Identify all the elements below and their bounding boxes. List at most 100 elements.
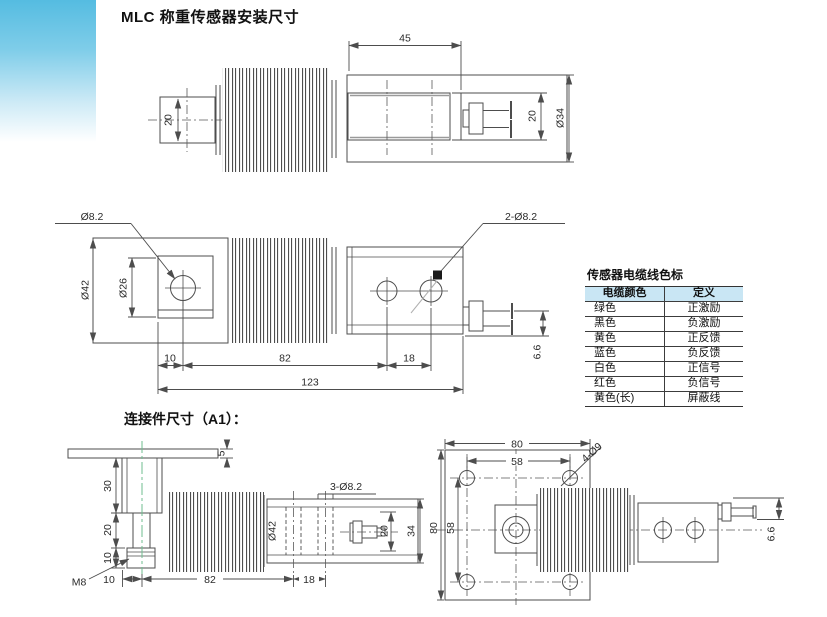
cable-color-cell: 蓝色: [594, 347, 616, 359]
dim-45-label: 45: [399, 33, 411, 45]
connector-side-view-drawing: 5 30 20 10: [67, 439, 424, 589]
connector-section-title: 连接件尺寸（A1）：: [124, 411, 247, 427]
definition-cell: 负激励: [664, 317, 743, 331]
table-row: 白色 正信号: [585, 362, 743, 377]
end-block: [92, 237, 229, 344]
bellows: [232, 238, 337, 343]
callout-holes-2x8-2: 2-Ø8.2: [410, 211, 565, 314]
dim-dia42-side-label: Ø42: [267, 521, 279, 541]
dim-cable-6-6: 6.6: [733, 497, 784, 542]
cable-color-panel: 传感器电缆线色标 电缆颜色 定义 绿色 正激励 黑色 负激励 黄色 正反馈 蓝色…: [585, 266, 743, 407]
table-row: 绿色 正激励: [585, 302, 743, 317]
dim-bore-20-label: 20: [379, 525, 391, 537]
bottom-dimensions: 10 82 18 123: [157, 300, 464, 394]
dim-cable-6-6-label: 6.6: [766, 527, 778, 542]
table-row: 蓝色 负反馈: [585, 347, 743, 362]
connector-top-view-drawing: 80 58 4-Ø9 80 58: [428, 438, 784, 605]
hub-boss: [494, 504, 538, 554]
table-row: 红色 负信号: [585, 377, 743, 392]
dim-dia42: Ø42: [80, 238, 97, 343]
side-view-drawing: 20: [148, 33, 574, 172]
dim-shaft-20-label: 20: [527, 110, 539, 122]
table-header-row: 电缆颜色 定义: [585, 287, 743, 302]
dim-cable-6-6-label: 6.6: [532, 345, 544, 360]
page-title: MLC 称重传感器安装尺寸: [121, 9, 300, 26]
table-row: 黄色(长) 屏蔽线: [585, 392, 743, 406]
dim-82-label: 82: [279, 353, 291, 365]
column-header-definition: 定义: [664, 287, 743, 301]
callout-holes-2x8-2-label: 2-Ø8.2: [505, 211, 537, 223]
callout-holes-4x9: 4-Ø9: [560, 440, 605, 487]
callout-holes-3x8-2: 3-Ø8.2: [317, 481, 376, 499]
corner-gradient-decoration: [0, 0, 96, 142]
dim-stub-20-label: 20: [163, 114, 175, 126]
dim-18-label: 18: [303, 574, 315, 586]
dim-20-label: 20: [102, 524, 114, 536]
definition-cell: 正反馈: [664, 332, 743, 346]
dim-dia26-label: Ø26: [118, 278, 130, 298]
callout-target-square: [433, 270, 442, 280]
cable-color-cell: 红色: [594, 377, 616, 389]
cable-table-title: 传感器电缆线色标: [587, 268, 684, 282]
definition-cell: 负信号: [664, 377, 743, 391]
top-plate: 5: [67, 439, 233, 468]
dim-80-left-label: 80: [428, 522, 440, 534]
definition-cell: 屏蔽线: [664, 392, 743, 406]
cable-color-cell: 黄色(长): [594, 392, 635, 404]
table-row: 黑色 负激励: [585, 317, 743, 332]
dim-left-58: 58: [445, 477, 462, 583]
dim-10v-label: 10: [102, 552, 114, 564]
cable-gland: [340, 520, 398, 544]
dim-shaft-20: 20: [452, 92, 547, 141]
cable-color-cell: 黑色: [594, 317, 616, 329]
dim-dia42-label: Ø42: [80, 280, 92, 300]
dim-10h-label: 10: [103, 574, 115, 586]
cable-gland: [462, 300, 513, 335]
dim-dia34-label: Ø34: [555, 108, 567, 128]
bellows: [536, 488, 635, 572]
left-dimensions: 30 20 10: [102, 457, 131, 569]
stud-assembly: [121, 441, 163, 574]
dim-top-80: 80: [444, 438, 591, 451]
definition-cell: 正激励: [664, 302, 743, 316]
dim-45: 45: [348, 33, 462, 90]
body: [346, 74, 568, 163]
cable-color-cell: 黄色: [594, 332, 616, 344]
dim-80-top-label: 80: [511, 439, 523, 451]
definition-cell: 正信号: [664, 362, 743, 376]
dim-5-label: 5: [216, 450, 228, 456]
cable-color-cell: 绿色: [594, 302, 616, 314]
bellows: [167, 492, 265, 572]
dim-top-58: 58: [466, 455, 571, 470]
body: [346, 246, 464, 335]
right-dimensions: 20 34: [379, 498, 424, 564]
dim-82-label: 82: [204, 574, 216, 586]
callout-holes-3x8-2-label: 3-Ø8.2: [330, 481, 362, 493]
callout-hole-8-2-label: Ø8.2: [81, 211, 104, 223]
dim-left-80: 80: [428, 449, 445, 601]
cable-color-cell: 白色: [594, 362, 616, 374]
definition-cell: 负反馈: [664, 347, 743, 361]
thread-m8-label: M8: [72, 577, 87, 589]
bottom-dimensions: 10 82 18: [103, 570, 326, 587]
body: [637, 502, 719, 563]
bellows: [215, 68, 337, 172]
column-header-color: 电缆颜色: [602, 287, 647, 299]
stub: 20: [148, 88, 224, 152]
dim-dia26: Ø26: [118, 257, 156, 318]
dim-10-label: 10: [164, 353, 176, 365]
dim-58-top-label: 58: [511, 456, 523, 468]
dim-123-label: 123: [301, 377, 319, 389]
dim-30-label: 30: [102, 480, 114, 492]
cable-color-table: 电缆颜色 定义 绿色 正激励 黑色 负激励 黄色 正反馈 蓝色 负反馈 白色 正…: [585, 286, 743, 407]
dim-34-label: 34: [406, 525, 418, 537]
dim-dia34: Ø34: [555, 74, 574, 163]
cable-gland: [717, 502, 757, 522]
thread-callout: M8: [72, 558, 130, 589]
dim-cable-6-6: 6.6: [465, 310, 549, 360]
table-row: 黄色 正反馈: [585, 332, 743, 347]
cable-gland: [462, 101, 512, 138]
body: Ø42: [266, 491, 419, 575]
